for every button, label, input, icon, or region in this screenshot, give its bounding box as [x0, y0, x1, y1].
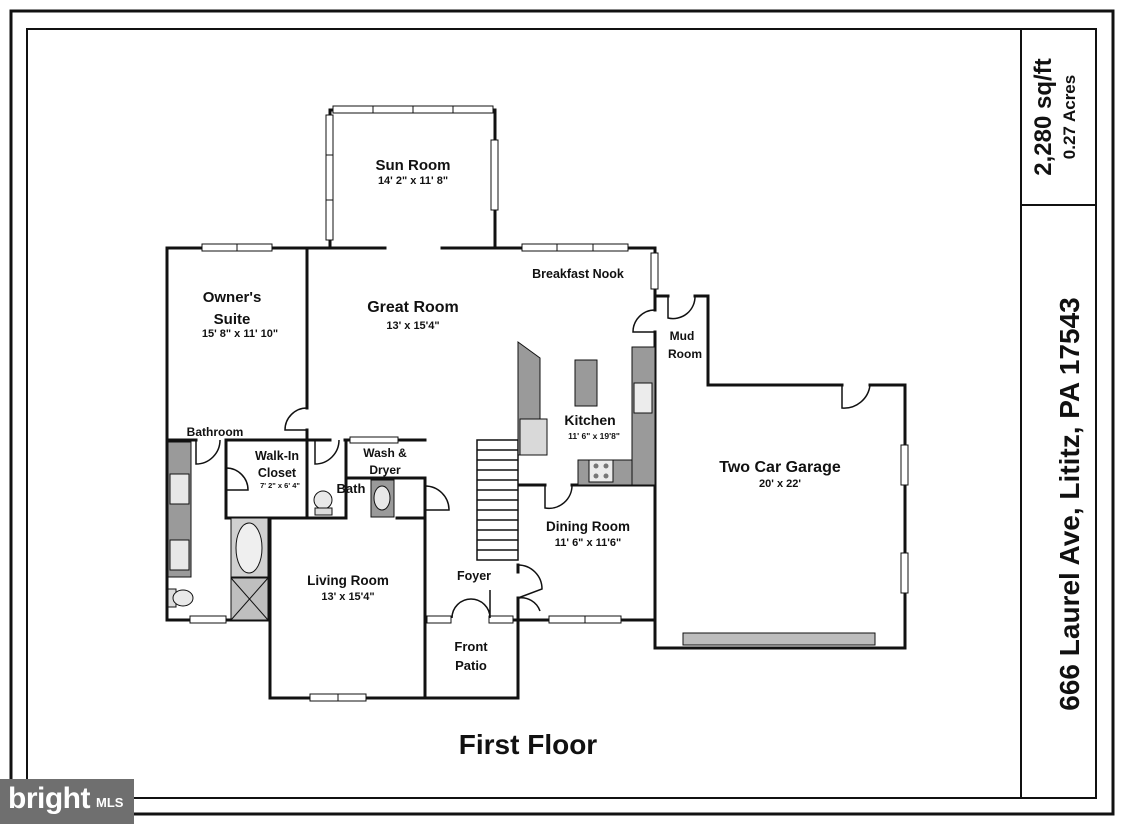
wash-dryer-label-line2: Dryer	[369, 463, 401, 477]
square-footage: 2,280 sq/ft	[1030, 58, 1057, 176]
window	[189, 615, 227, 624]
property-address: 666 Laurel Ave, Lititz, PA 17543	[1054, 297, 1085, 711]
door-swing	[284, 407, 308, 431]
great-room-label: Great Room	[367, 299, 459, 316]
door-swing	[517, 564, 543, 599]
kitchen-sink	[633, 382, 653, 414]
great-room-dimensions: 13' x 15'4"	[386, 320, 440, 332]
door-swing	[225, 467, 249, 491]
door-swing	[517, 597, 541, 612]
sun-room-label: Sun Room	[375, 157, 451, 174]
walk-in-closet-label: Walk-In	[255, 449, 299, 463]
breakfast-nook-label: Breakfast Nook	[532, 267, 624, 281]
window	[900, 552, 909, 594]
door-swing	[424, 485, 450, 511]
door-swing	[451, 590, 491, 619]
window	[521, 243, 629, 252]
walk-in-closet-dimensions: 7' 2" x 6' 4"	[260, 481, 300, 490]
door-swing	[667, 295, 696, 320]
bath-label: Bath	[336, 481, 366, 496]
bath-walls	[305, 438, 427, 520]
outer-border	[9, 9, 1115, 816]
wash-dryer-label: Wash &	[363, 446, 407, 460]
walk-in-closet-label-line2: Closet	[257, 466, 297, 480]
floor-title: First Floor	[458, 729, 598, 760]
kitchen-label: Kitchen	[564, 412, 616, 428]
living-room-walls	[268, 516, 427, 700]
inner-border	[26, 28, 1097, 799]
vanity-sink	[169, 473, 190, 505]
dining-room-label: Dining Room	[546, 519, 630, 534]
mud-room-label: Mud	[669, 329, 695, 343]
garage-door	[682, 632, 876, 646]
foyer-label: Foyer	[456, 569, 492, 583]
window	[325, 114, 334, 241]
window	[426, 615, 452, 624]
stairs	[476, 439, 519, 561]
front-patio-label: Front	[454, 639, 488, 654]
window	[488, 615, 514, 624]
two-car-garage-label: Two Car Garage	[719, 459, 841, 476]
stove	[588, 459, 614, 483]
bright-mls-logo: bright MLS	[0, 779, 134, 824]
window	[490, 139, 499, 211]
living-room-dimensions: 13' x 15'4"	[321, 591, 375, 603]
mud-room-walls	[653, 294, 907, 650]
logo-suffix-text: MLS	[96, 795, 124, 810]
kitchen-island	[574, 359, 598, 407]
refrigerator	[519, 418, 548, 456]
mud-room-label-line2: Room	[668, 347, 702, 361]
bathroom-label: Bathroom	[186, 425, 244, 439]
acreage: 0.27 Acres	[1060, 74, 1079, 160]
front-patio-label-line2: Patio	[455, 658, 487, 673]
sun-room-dimensions: 14' 2" x 11' 8"	[377, 175, 449, 187]
window	[900, 444, 909, 486]
door-swing	[841, 384, 871, 409]
dining-room-dimensions: 11' 6" x 11'6"	[554, 537, 622, 549]
toilet	[172, 589, 194, 607]
owners-suite-label: Owner's	[202, 289, 262, 306]
logo-brand-text: bright	[8, 782, 90, 815]
door-swing	[195, 439, 221, 465]
living-room-label: Living Room	[307, 573, 389, 588]
kitchen-dimensions: 11' 6" x 19'8"	[568, 431, 620, 441]
owners-suite-dimensions: 15' 8" x 11' 10"	[201, 328, 279, 340]
window	[349, 436, 399, 444]
door-swing	[314, 439, 340, 465]
two-car-garage-dimensions: 20' x 22'	[759, 478, 801, 490]
door-swing	[544, 484, 573, 510]
kitchen-cabinets-right	[631, 346, 656, 486]
vanity-sink	[169, 539, 190, 571]
window	[650, 252, 659, 290]
door-swing	[632, 309, 656, 333]
owners-suite-label-line2: Suite	[213, 311, 251, 328]
